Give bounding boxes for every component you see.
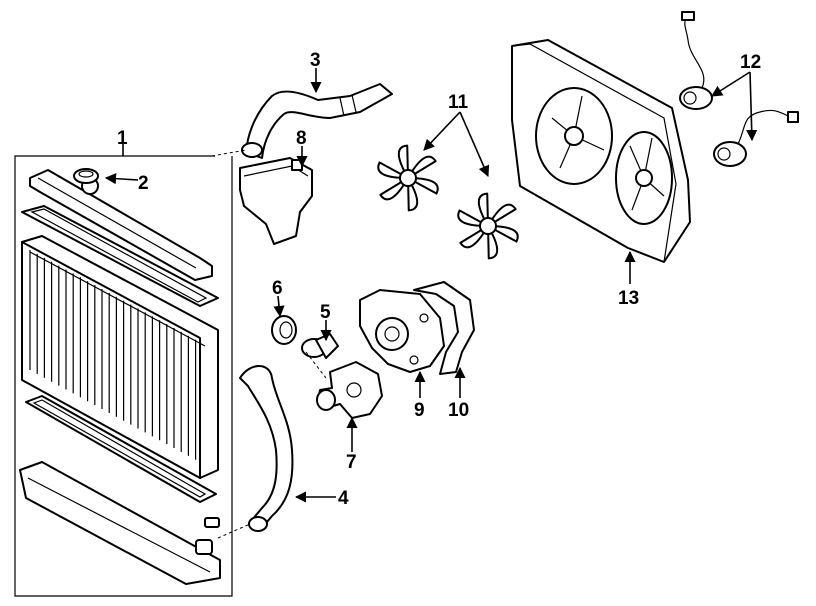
callout-8: 8	[296, 128, 307, 149]
water-inlet-housing	[316, 361, 383, 419]
cooling-fan-right	[457, 192, 519, 260]
fan-hub	[399, 169, 417, 187]
radiator-lower-gasket	[25, 395, 217, 503]
callout-5: 5	[320, 302, 331, 323]
fan-motor-lower	[713, 109, 799, 167]
callout-3: 3	[310, 50, 321, 71]
radiator-upper-gasket	[21, 205, 219, 307]
water-pump-gasket	[413, 281, 475, 375]
callout-10: 10	[448, 400, 469, 421]
callout-1: 1	[117, 128, 128, 149]
fan-hub	[479, 217, 497, 235]
water-pump	[359, 289, 445, 373]
cooling-fan-left	[377, 144, 439, 212]
coolant-reservoir	[239, 157, 313, 245]
callout-4: 4	[338, 488, 349, 509]
thermostat-seal	[271, 315, 297, 345]
lower-radiator-hose	[239, 365, 294, 532]
callout-12: 12	[740, 52, 761, 73]
radiator-lower-tank	[19, 461, 221, 585]
upper-radiator-hose	[241, 83, 393, 159]
callout-7: 7	[346, 452, 357, 473]
callout-9: 9	[414, 400, 425, 421]
callout-2: 2	[138, 173, 149, 194]
radiator-cap	[73, 168, 99, 184]
fan-shroud	[511, 39, 691, 263]
radiator-core	[21, 235, 219, 479]
callout-labels: 1 2 3 4 5 6 7 8 9 10 11 12 13	[117, 50, 761, 509]
fan-motor-upper	[679, 11, 713, 110]
callout-leaders	[104, 68, 758, 503]
radiator-assembly-bracket	[14, 140, 233, 597]
callout-11: 11	[448, 92, 469, 113]
callout-6: 6	[272, 278, 283, 299]
callout-13: 13	[618, 288, 639, 309]
